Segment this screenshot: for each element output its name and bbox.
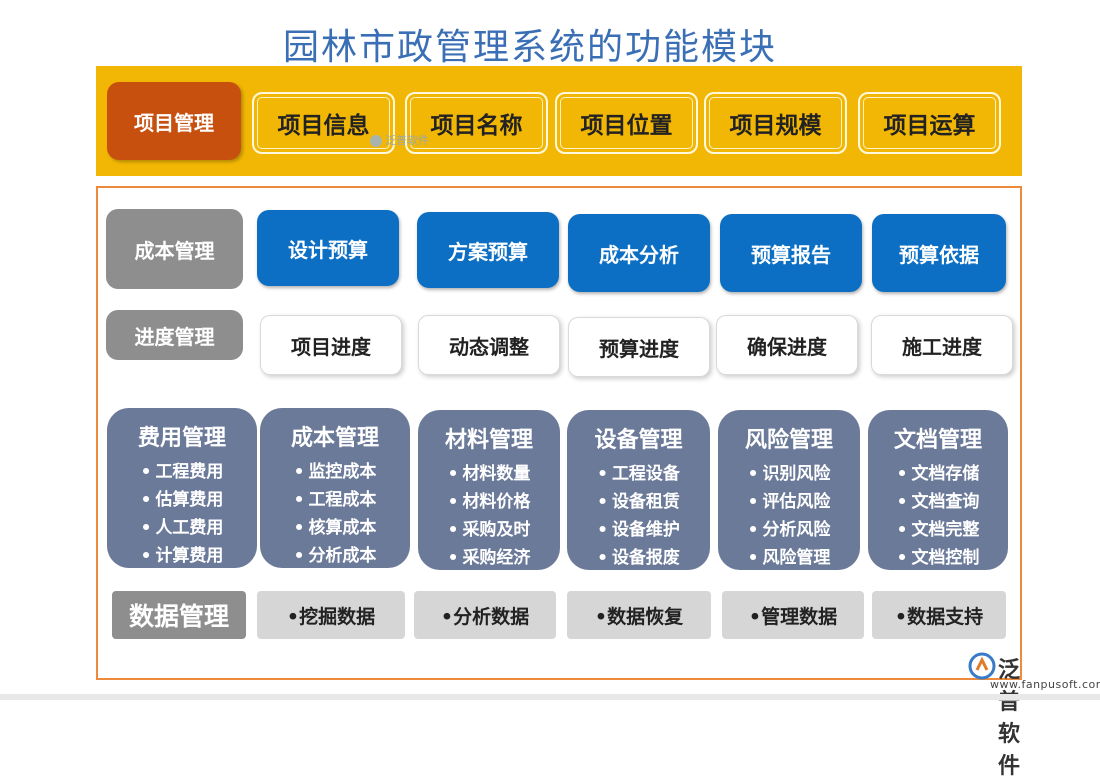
- card-item: 材料数量: [448, 460, 530, 488]
- card-title: 材料管理: [444, 427, 533, 453]
- card-item: 工程成本: [294, 486, 376, 514]
- modules-frame: [96, 186, 1022, 680]
- card-item: 采购及时: [448, 516, 530, 544]
- module-card-cost: 成本管理 监控成本 工程成本 核算成本 分析成本: [260, 408, 410, 568]
- progress-item: 确保进度: [716, 315, 858, 375]
- card-item: 分析风险: [748, 516, 830, 544]
- card-item: 文档存储: [897, 460, 979, 488]
- card-item: 人工费用: [141, 514, 223, 542]
- data-item: •数据恢复: [567, 591, 711, 639]
- cost-item: 方案预算: [417, 212, 559, 288]
- card-title: 费用管理: [137, 425, 226, 451]
- card-item: 分析成本: [294, 542, 376, 570]
- card-item: 风险管理: [748, 544, 830, 572]
- card-item: 设备报废: [597, 544, 680, 572]
- card-item: 识别风险: [748, 460, 830, 488]
- module-card-document: 文档管理 文档存储 文档查询 文档完整 文档控制: [868, 410, 1008, 570]
- bottom-divider: [0, 694, 1100, 700]
- card-item: 核算成本: [294, 514, 376, 542]
- page-title: 园林市政管理系统的功能模块: [282, 27, 777, 68]
- cost-item: 成本分析: [568, 214, 710, 292]
- module-card-equipment: 设备管理 工程设备 设备租赁 设备维护 设备报废: [567, 410, 710, 570]
- module-card-material: 材料管理 材料数量 材料价格 采购及时 采购经济: [418, 410, 560, 570]
- card-item: 计算费用: [141, 542, 223, 570]
- progress-item: 施工进度: [871, 315, 1013, 375]
- logo-url: www.fanpusoft.com: [990, 678, 1100, 691]
- watermark: 泛普软件: [370, 132, 429, 148]
- card-item: 文档控制: [897, 544, 979, 572]
- progress-item: 项目进度: [260, 315, 402, 375]
- cost-item: 预算依据: [872, 214, 1006, 292]
- card-item: 材料价格: [448, 488, 530, 516]
- card-item: 采购经济: [448, 544, 530, 572]
- card-item: 工程设备: [597, 460, 680, 488]
- logo-name: 泛普软件: [998, 658, 1021, 779]
- data-item: •分析数据: [414, 591, 556, 639]
- project-management-label: 项目管理: [107, 82, 241, 160]
- card-item: 设备维护: [597, 516, 680, 544]
- card-title: 设备管理: [594, 427, 683, 453]
- card-item: 设备租赁: [597, 488, 680, 516]
- progress-management-label: 进度管理: [106, 310, 243, 360]
- data-management-label: 数据管理: [112, 591, 246, 639]
- module-card-risk: 风险管理 识别风险 评估风险 分析风险 风险管理: [718, 410, 860, 570]
- data-item: •数据支持: [872, 591, 1006, 639]
- watermark-text: 泛普软件: [385, 134, 429, 147]
- data-item: •管理数据: [722, 591, 864, 639]
- project-item: 项目位置: [555, 92, 698, 154]
- cost-management-label: 成本管理: [106, 209, 243, 289]
- card-item: 文档完整: [897, 516, 979, 544]
- card-title: 成本管理: [290, 425, 379, 451]
- progress-item: 预算进度: [568, 317, 710, 377]
- card-item: 评估风险: [748, 488, 830, 516]
- card-title: 文档管理: [893, 427, 982, 453]
- card-item: 文档查询: [897, 488, 979, 516]
- progress-item: 动态调整: [418, 315, 560, 375]
- card-title: 风险管理: [744, 427, 833, 453]
- cost-item: 预算报告: [720, 214, 862, 292]
- card-item: 工程费用: [141, 458, 223, 486]
- project-item: 项目规模: [704, 92, 847, 154]
- card-item: 监控成本: [294, 458, 376, 486]
- fanpu-logo-icon: [968, 652, 996, 680]
- data-item: •挖掘数据: [257, 591, 405, 639]
- project-item: 项目名称: [405, 92, 548, 154]
- project-item: 项目运算: [858, 92, 1001, 154]
- watermark-icon: [370, 135, 382, 147]
- card-item: 估算费用: [141, 486, 223, 514]
- cost-item: 设计预算: [257, 210, 399, 286]
- module-card-fee: 费用管理 工程费用 估算费用 人工费用 计算费用: [107, 408, 257, 568]
